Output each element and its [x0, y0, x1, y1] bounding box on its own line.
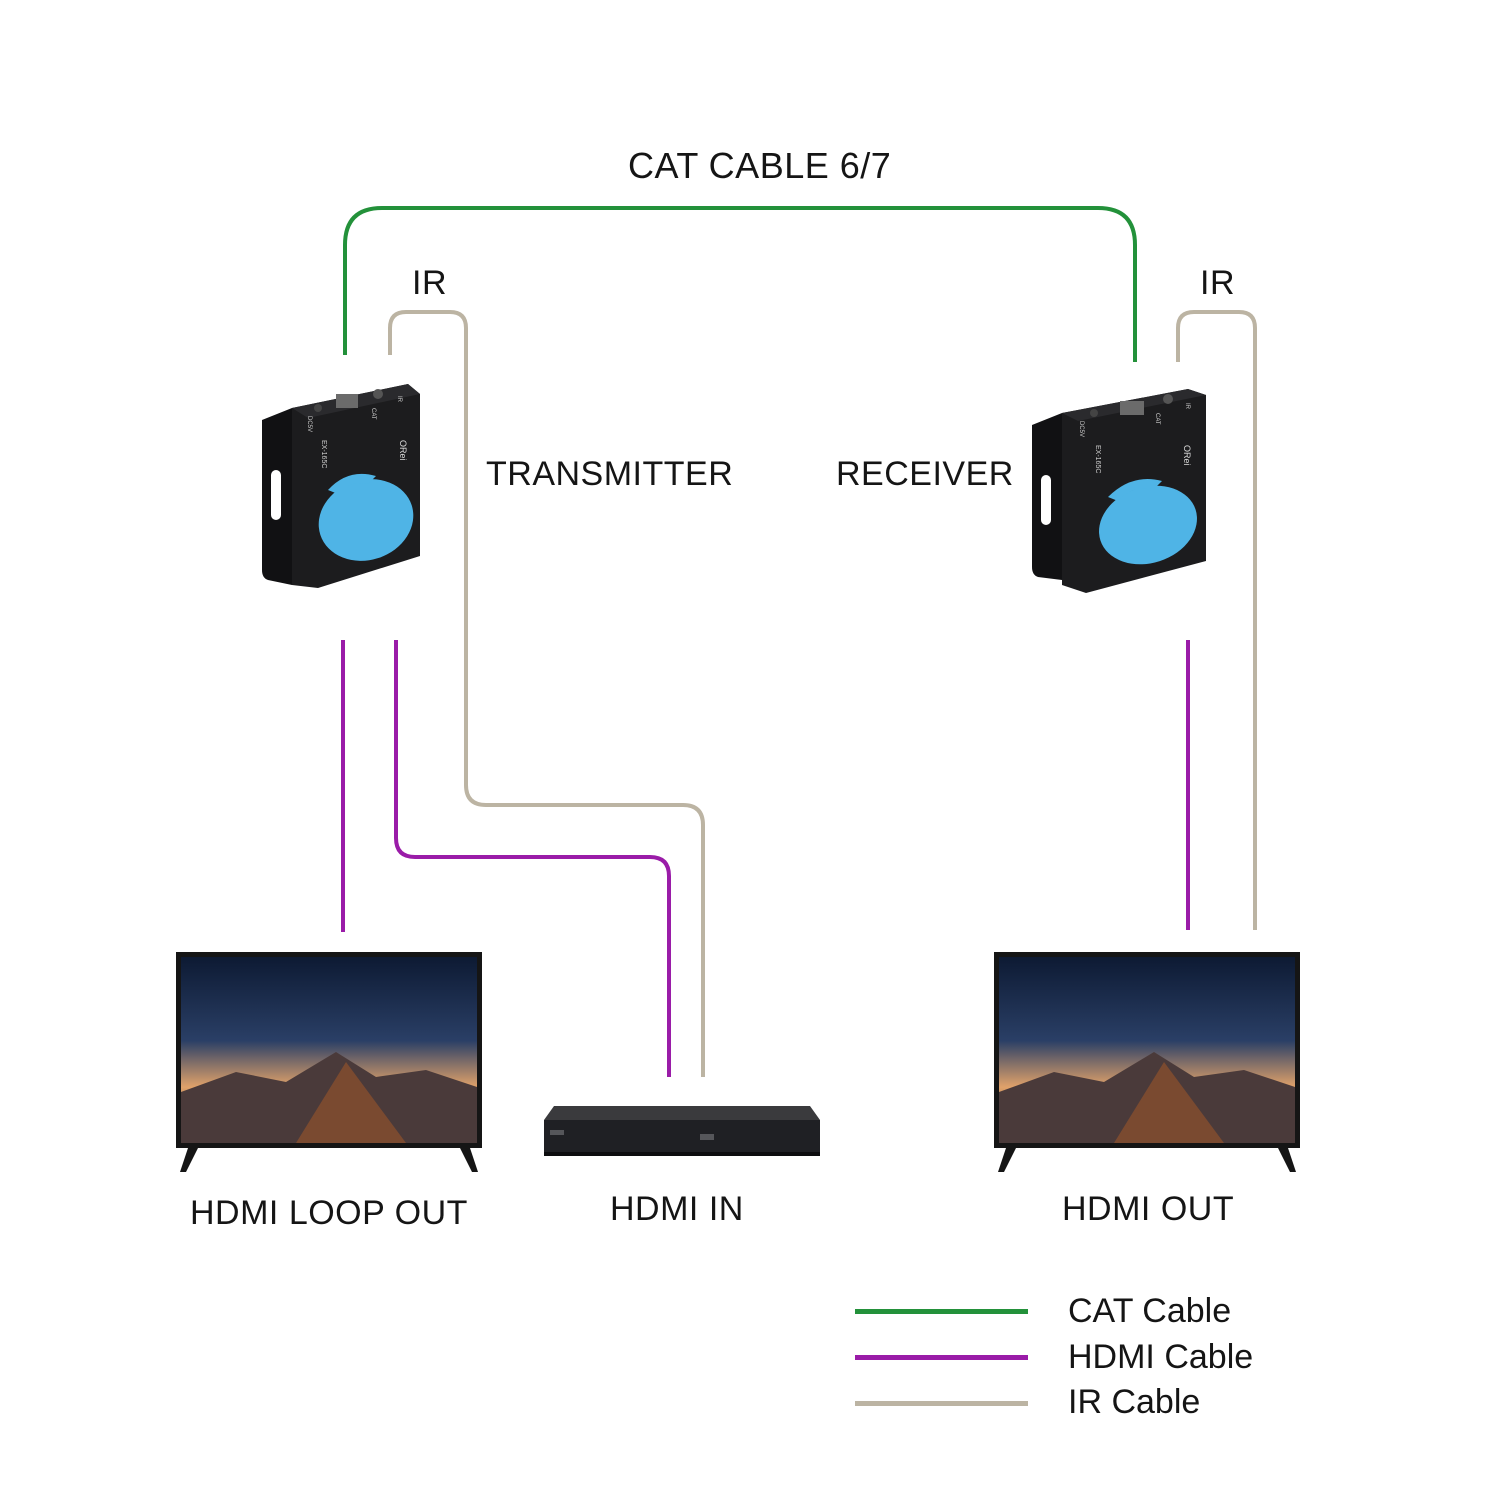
svg-text:DC5V: DC5V	[306, 416, 312, 432]
hdmi-loop-out-label: HDMI LOOP OUT	[190, 1194, 468, 1232]
legend-swatch-ir	[855, 1401, 1028, 1406]
legend-label-ir: IR Cable	[1068, 1383, 1201, 1421]
ir-cable-line-right	[1176, 310, 1257, 930]
hdmi-in-label: HDMI IN	[610, 1190, 744, 1228]
hdmi-out-label: HDMI OUT	[1062, 1190, 1235, 1228]
legend-label-hdmi: HDMI Cable	[1068, 1338, 1254, 1376]
brand-text: ORei	[1182, 445, 1192, 466]
svg-text:IR: IR	[396, 396, 402, 403]
tv-loop-out	[176, 952, 482, 1172]
ir-cable-line-left	[388, 310, 705, 1077]
svg-text:EX-165C: EX-165C	[1094, 445, 1101, 473]
dvd-player-icon	[544, 1106, 820, 1156]
tv-icon	[994, 952, 1300, 1172]
svg-text:CAT: CAT	[370, 408, 376, 420]
legend-label-cat: CAT Cable	[1068, 1292, 1232, 1330]
transmitter-device: ORei EX-165C DC5V CAT IR	[262, 384, 420, 588]
svg-text:CAT: CAT	[1154, 413, 1160, 425]
ir-label-left: IR	[412, 264, 447, 302]
cat-cable-line	[343, 206, 1137, 362]
transmitter-label: TRANSMITTER	[486, 455, 734, 493]
brand-text: ORei	[398, 440, 408, 461]
svg-text:IR: IR	[1184, 403, 1190, 410]
legend-swatch-cat	[855, 1309, 1028, 1314]
extender-box-icon: ORei EX-165C DC5V CAT IR	[262, 384, 420, 588]
svg-text:EX-165C: EX-165C	[320, 440, 327, 468]
dvd-player	[544, 1106, 820, 1156]
hdmi-cable-line-in	[394, 640, 671, 1077]
svg-text:DC5V: DC5V	[1078, 421, 1084, 437]
legend-swatch-hdmi	[855, 1355, 1028, 1360]
ir-label-right: IR	[1200, 264, 1235, 302]
tv-icon	[176, 952, 482, 1172]
cat-cable-label: CAT CABLE 6/7	[628, 145, 892, 186]
receiver-label: RECEIVER	[836, 455, 1014, 493]
tv-hdmi-out	[994, 952, 1300, 1172]
receiver-device: ORei EX-165C DC5V CAT IR	[1032, 389, 1206, 593]
extender-box-icon: ORei EX-165C DC5V CAT IR	[1032, 389, 1206, 593]
